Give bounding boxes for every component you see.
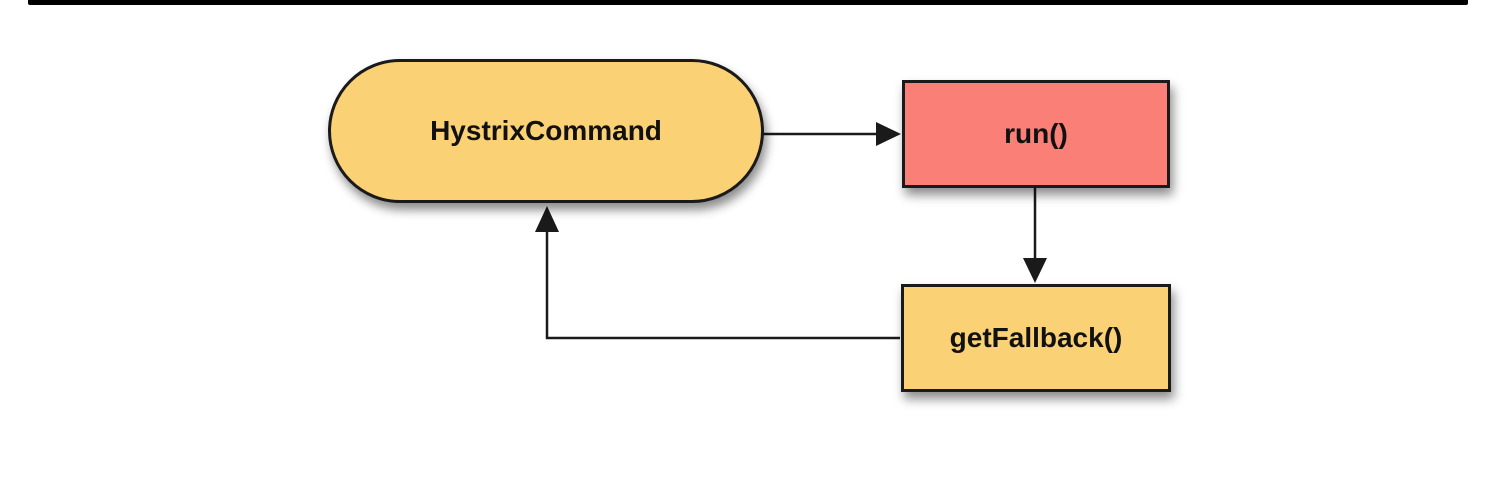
node-hystrixcommand: HystrixCommand bbox=[328, 59, 764, 203]
arrowhead-right-icon bbox=[876, 122, 901, 146]
node-hystrixcommand-label: HystrixCommand bbox=[430, 115, 662, 146]
edge-getfallback-to-hystrixcommand bbox=[545, 232, 900, 340]
node-run-label: run() bbox=[1004, 118, 1068, 149]
top-rule bbox=[28, 0, 1468, 5]
arrowhead-up-icon bbox=[535, 206, 559, 232]
node-getfallback-label: getFallback() bbox=[949, 322, 1123, 353]
node-run: run() bbox=[902, 80, 1170, 188]
node-getfallback: getFallback() bbox=[901, 284, 1171, 392]
arrowhead-down-icon bbox=[1023, 258, 1047, 283]
